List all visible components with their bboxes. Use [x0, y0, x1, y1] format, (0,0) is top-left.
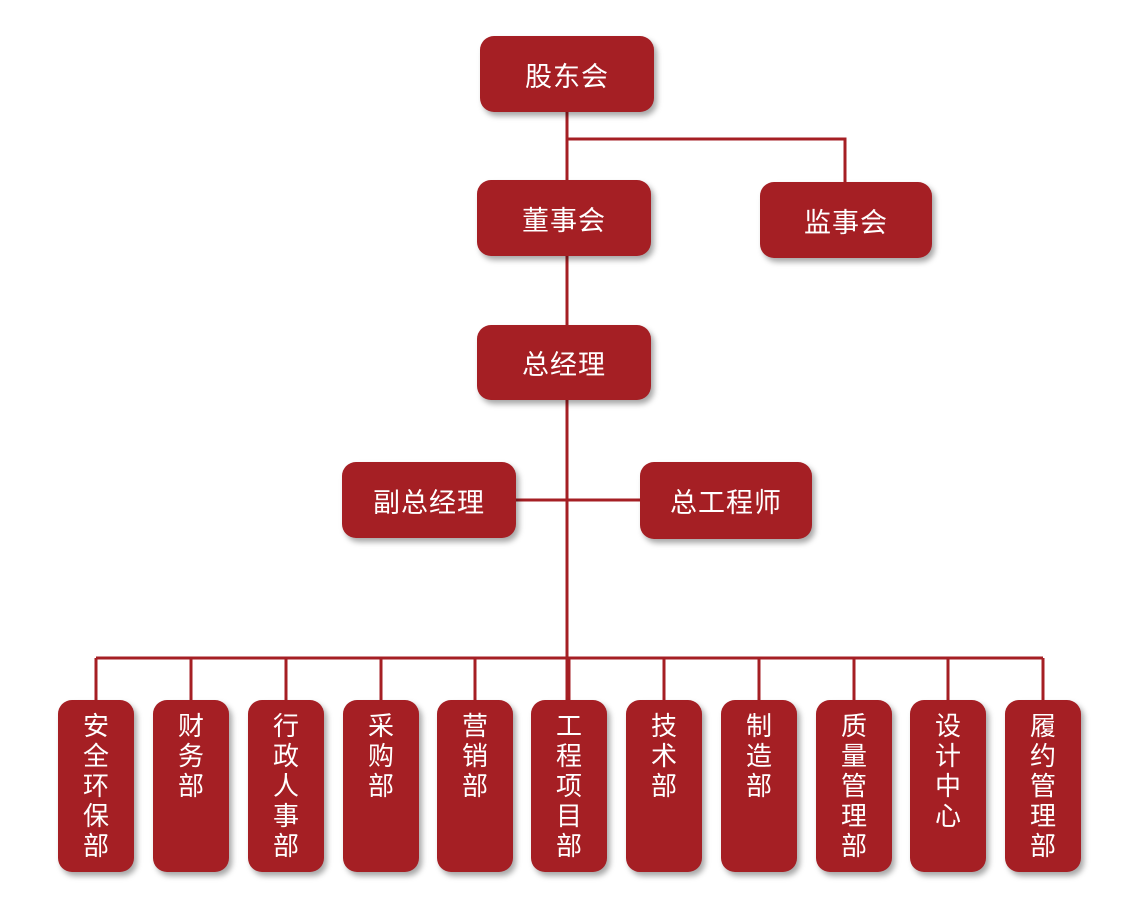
department-label: 采购部 — [367, 712, 394, 802]
node-shareholders-label: 股东会 — [525, 61, 609, 93]
node-supervisors: 监事会 — [760, 182, 932, 258]
department-box: 设计中心 — [910, 700, 986, 872]
department-label: 设计中心 — [934, 712, 961, 832]
node-deputy-gm-label: 副总经理 — [373, 487, 485, 519]
node-deputy-gm: 副总经理 — [342, 462, 516, 538]
department-label: 履约管理部 — [1029, 712, 1056, 862]
node-chief-engineer: 总工程师 — [640, 462, 812, 539]
department-box: 工程项目部 — [531, 700, 607, 872]
department-label: 财务部 — [177, 712, 204, 802]
department-label: 安全环保部 — [82, 712, 109, 862]
department-box: 技术部 — [626, 700, 702, 872]
department-box: 采购部 — [343, 700, 419, 872]
department-box: 财务部 — [153, 700, 229, 872]
department-box: 安全环保部 — [58, 700, 134, 872]
department-label: 行政人事部 — [272, 712, 299, 862]
department-box: 制造部 — [721, 700, 797, 872]
department-label: 技术部 — [650, 712, 677, 802]
department-box: 营销部 — [437, 700, 513, 872]
node-general-manager-label: 总经理 — [522, 350, 606, 381]
node-board: 董事会 — [477, 180, 651, 256]
department-drops — [94, 658, 1045, 700]
department-label: 工程项目部 — [555, 712, 582, 862]
department-box: 履约管理部 — [1005, 700, 1081, 872]
department-box: 行政人事部 — [248, 700, 324, 872]
node-chief-engineer-label: 总工程师 — [670, 488, 782, 519]
node-supervisors-label: 监事会 — [804, 207, 888, 239]
connector-to-supervisors — [567, 137, 847, 182]
node-board-label: 董事会 — [522, 205, 606, 237]
department-label: 营销部 — [461, 712, 488, 802]
node-general-manager: 总经理 — [477, 325, 651, 400]
department-label: 质量管理部 — [840, 712, 867, 862]
department-label: 制造部 — [745, 712, 772, 802]
node-shareholders: 股东会 — [480, 36, 654, 112]
department-box: 质量管理部 — [816, 700, 892, 872]
